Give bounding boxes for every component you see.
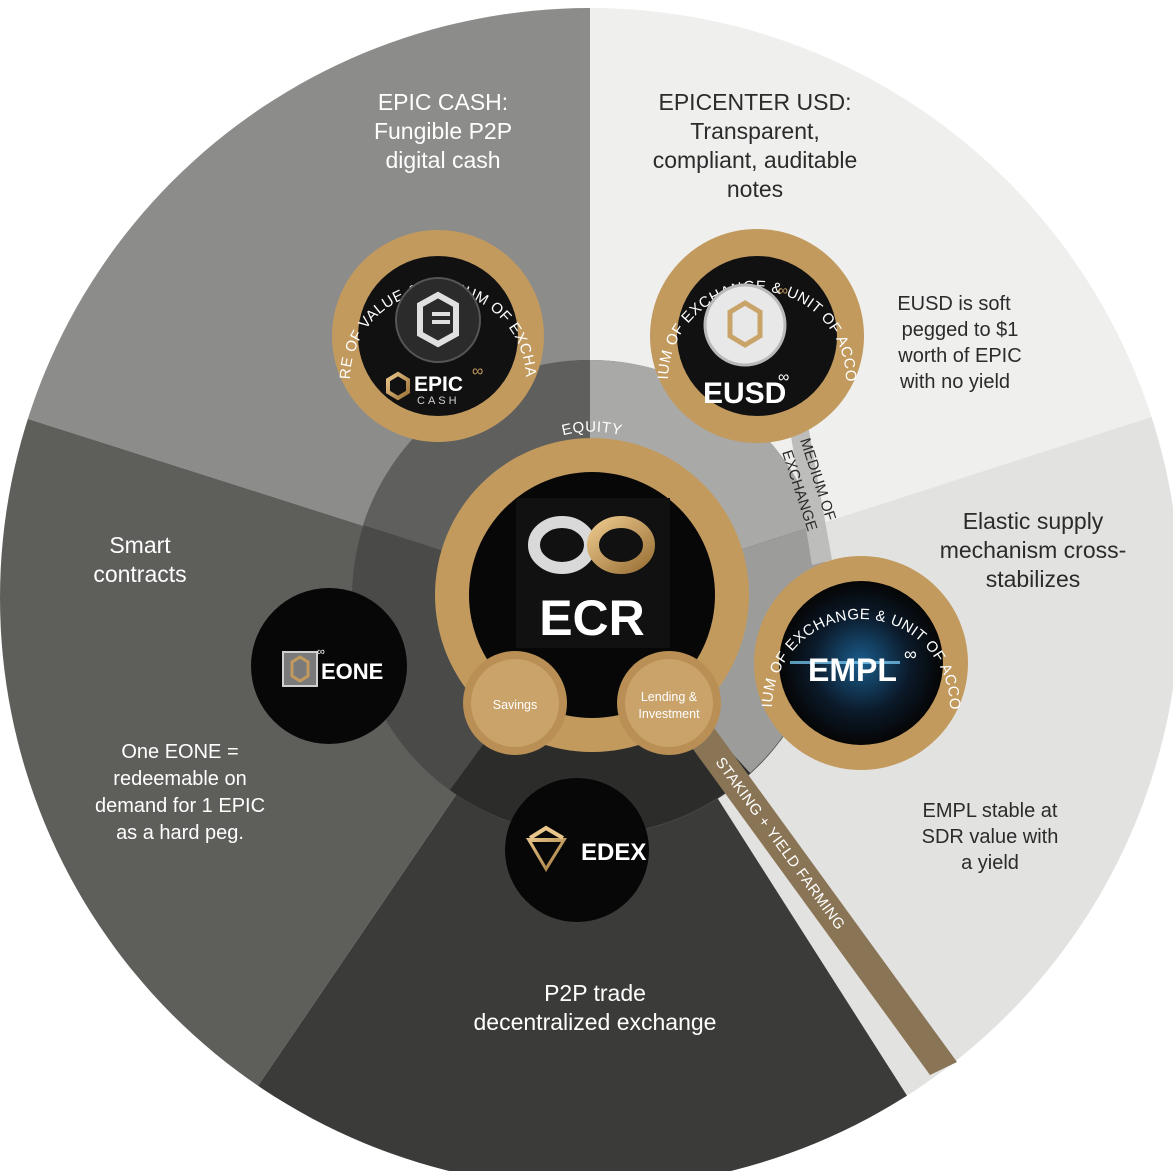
eone-note-line1: One EONE =	[121, 741, 238, 763]
empl-line2: mechanism cross-	[940, 537, 1127, 563]
lending-label-line2: Investment	[638, 707, 700, 721]
eone-line2: contracts	[93, 561, 186, 587]
eusd-note-line3: worth of EPIC	[897, 345, 1021, 367]
eone-note-line2: redeemable on	[113, 768, 246, 790]
eusd-word: EUSD	[703, 377, 786, 410]
eusd-note-line4: with no yield	[899, 371, 1010, 393]
edex-coin: EDEX	[505, 778, 649, 922]
eusd-infinity: ∞	[778, 369, 789, 386]
eusd-line3: notes	[727, 176, 783, 202]
empl-word: EMPL	[808, 652, 897, 688]
empl-line1: Elastic supply	[963, 508, 1104, 534]
eone-note: One EONE = redeemable on demand for 1 EP…	[95, 741, 265, 844]
empl-note-line3: a yield	[961, 852, 1019, 874]
ecr-infinity-logo-icon	[528, 516, 655, 574]
edex-caption: P2P trade decentralized exchange	[474, 980, 717, 1035]
epic-cash-word: EPIC	[414, 373, 463, 396]
equity-ring-text: EQUITY	[560, 419, 624, 440]
epic-cash-infinity: ∞	[472, 363, 483, 380]
eone-infinity: ∞	[317, 646, 325, 658]
eone-line1: Smart	[109, 532, 171, 558]
epic-cash-sub: CASH	[417, 395, 460, 407]
ecr-word: ECR	[539, 590, 645, 646]
edex-line1: P2P trade	[544, 980, 646, 1006]
eone-coin: EONE ∞	[251, 588, 407, 744]
eone-note-line3: demand for 1 EPIC	[95, 795, 265, 817]
edex-logo-mark-icon	[526, 838, 567, 872]
empl-note-line2: SDR value with	[922, 826, 1059, 848]
epic-cash-line2: digital cash	[385, 147, 500, 173]
edex-word: EDEX	[581, 839, 646, 866]
eone-word: EONE	[321, 659, 383, 684]
empl-note: EMPL stable at SDR value with a yield	[922, 800, 1059, 874]
savings-label: Savings	[493, 698, 537, 712]
eusd-coin-emblem-icon	[727, 300, 763, 348]
eusd-line1: Transparent,	[690, 118, 820, 144]
empl-line3: stabilizes	[986, 566, 1081, 592]
epic-cash-caption: EPIC CASH: Fungible P2P digital cash	[374, 89, 512, 173]
epic-cash-coin-emblem-icon	[417, 291, 459, 348]
eusd-note: EUSD is soft pegged to $1 worth of EPIC …	[897, 293, 1021, 393]
lending-bubble: Lending & Investment	[617, 651, 721, 755]
lending-label-line1: Lending &	[641, 690, 698, 704]
savings-bubble: Savings	[463, 651, 567, 755]
eusd-note-line2: pegged to $1	[902, 319, 1019, 341]
eusd-caption: EPICENTER USD: Transparent, compliant, a…	[653, 89, 858, 202]
empl-infinity: ∞	[904, 644, 917, 664]
epic-cash-title: EPIC CASH:	[378, 89, 508, 115]
eusd-note-line1: EUSD is soft	[897, 293, 1011, 315]
eusd-coin-infinity: ∞	[778, 282, 788, 298]
empl-note-line1: EMPL stable at	[923, 800, 1058, 822]
epic-cash-line1: Fungible P2P	[374, 118, 512, 144]
edex-line2: decentralized exchange	[474, 1009, 717, 1035]
eusd-line2: compliant, auditable	[653, 147, 858, 173]
eusd-title: EPICENTER USD:	[659, 89, 852, 115]
empl-caption: Elastic supply mechanism cross- stabiliz…	[940, 508, 1127, 592]
eone-caption: Smart contracts	[93, 532, 186, 587]
epic-cash-logo-mark-icon	[386, 371, 410, 401]
eone-note-line4: as a hard peg.	[116, 822, 244, 844]
